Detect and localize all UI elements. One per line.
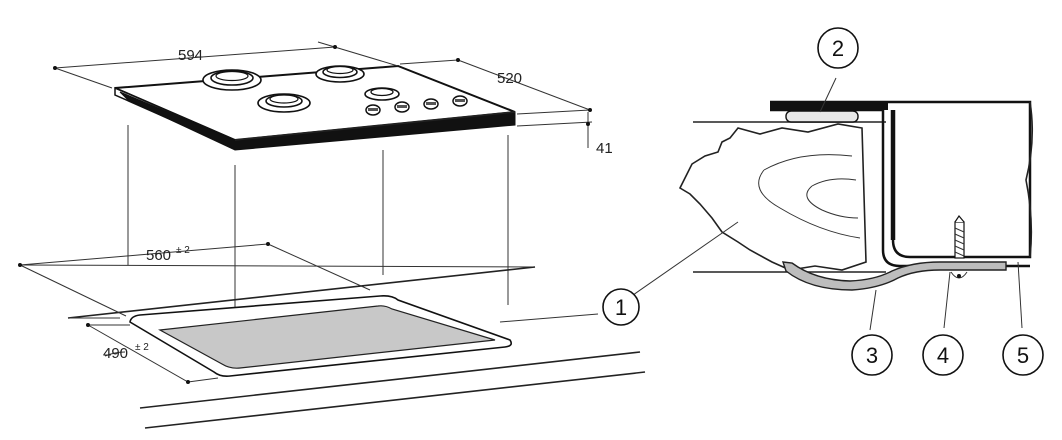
- callout-1-label: 1: [615, 295, 627, 320]
- label-560-tolerance: ± 2: [176, 245, 190, 256]
- callout-4: 4: [922, 334, 964, 376]
- dimension-520: 520: [399, 58, 592, 115]
- label-490: 490: [103, 345, 128, 362]
- worktop-material: [678, 123, 867, 271]
- gasket: [785, 110, 859, 123]
- cutout-opening: [158, 305, 496, 369]
- label-560: 560: [146, 247, 171, 264]
- callout-5-label: 5: [1017, 343, 1029, 368]
- projection-lines: [127, 125, 509, 310]
- control-knobs: [365, 95, 468, 116]
- label-594: 594: [178, 47, 203, 64]
- knob-3: [423, 98, 439, 110]
- leader-lines: [622, 77, 1023, 331]
- knob-2: [394, 101, 410, 113]
- cutout: [129, 295, 512, 377]
- callout-3: 3: [851, 334, 893, 376]
- hob-surface-band: [770, 102, 888, 110]
- fixing-screw: [950, 214, 968, 279]
- dimension-560: 560 ± 2: [18, 242, 371, 317]
- burner-rear-right: [315, 65, 365, 83]
- section-detail: 1 2 3 4 5: [602, 27, 1044, 376]
- burner-large: [202, 69, 262, 91]
- dimension-594: 594: [53, 41, 399, 89]
- hob-drawing: 594 520 41: [18, 41, 646, 429]
- hob-profile: [770, 100, 1032, 259]
- fixing-bracket: [781, 261, 1007, 291]
- worktop: [19, 264, 646, 429]
- burner-front: [257, 93, 311, 113]
- dimension-490: 490 ± 2: [86, 323, 219, 384]
- dimension-41: 41: [516, 112, 613, 157]
- knob-4: [452, 95, 468, 107]
- burner-small: [364, 87, 400, 101]
- knob-1: [365, 104, 381, 116]
- callout-2: 2: [817, 27, 859, 69]
- callout-4-label: 4: [937, 343, 949, 368]
- callout-1: 1: [602, 288, 640, 326]
- callout-3-label: 3: [866, 343, 878, 368]
- callout-5: 5: [1002, 334, 1044, 376]
- callout-2-label: 2: [832, 36, 844, 61]
- label-490-tolerance: ± 2: [135, 342, 149, 353]
- label-41: 41: [596, 140, 613, 157]
- label-520: 520: [497, 70, 522, 87]
